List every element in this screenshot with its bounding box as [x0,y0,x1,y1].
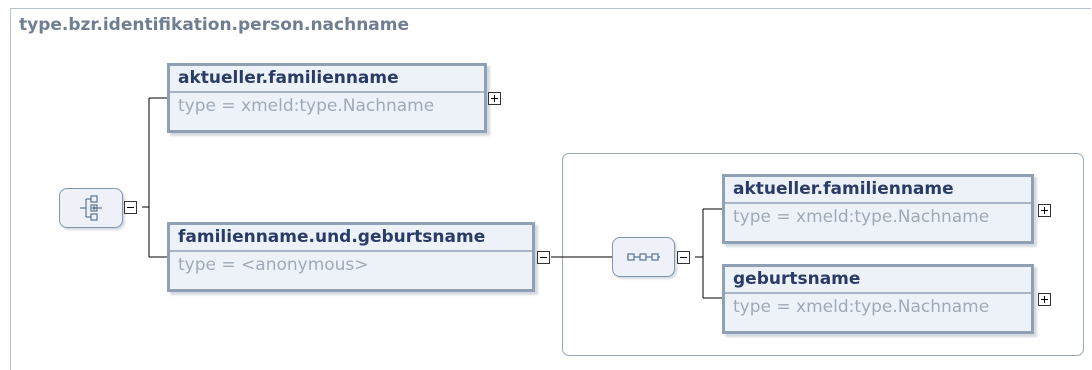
element-aktueller-familienname[interactable]: aktueller.familienname type = xmeld:type… [167,63,487,133]
collapse-familienname-und-geburtsname-button[interactable] [537,251,550,264]
element-separator [170,250,532,252]
sequence-compositor-icon [627,253,660,261]
element-separator [170,91,484,93]
collapse-choice-button[interactable] [124,201,137,214]
complex-type-title: type.bzr.identifikation.person.nachname [19,15,410,35]
element-aktueller-familienname-nested[interactable]: aktueller.familienname type = xmeld:type… [722,174,1034,244]
choice-compositor[interactable] [59,188,123,228]
element-type: type = xmeld:type.Nachname [178,96,435,116]
collapse-sequence-button[interactable] [677,251,690,264]
sequence-compositor[interactable] [612,237,675,277]
expand-aktueller-familienname-nested-button[interactable] [1038,204,1051,217]
diagram-frame [10,8,1091,370]
element-type: type = xmeld:type.Nachname [733,297,990,317]
choice-compositor-icon [80,195,102,221]
element-familienname-und-geburtsname[interactable]: familienname.und.geburtsname type = <ano… [167,222,535,292]
element-geburtsname[interactable]: geburtsname type = xmeld:type.Nachname [722,264,1034,334]
expand-geburtsname-button[interactable] [1038,293,1051,306]
element-type: type = xmeld:type.Nachname [733,207,990,227]
element-name: aktueller.familienname [178,68,399,88]
element-name: aktueller.familienname [733,179,954,199]
element-separator [725,202,1031,204]
element-type: type = <anonymous> [178,255,369,275]
expand-aktueller-familienname-button[interactable] [488,92,501,105]
element-separator [725,292,1031,294]
element-name: familienname.und.geburtsname [178,227,486,247]
element-name: geburtsname [733,269,861,289]
